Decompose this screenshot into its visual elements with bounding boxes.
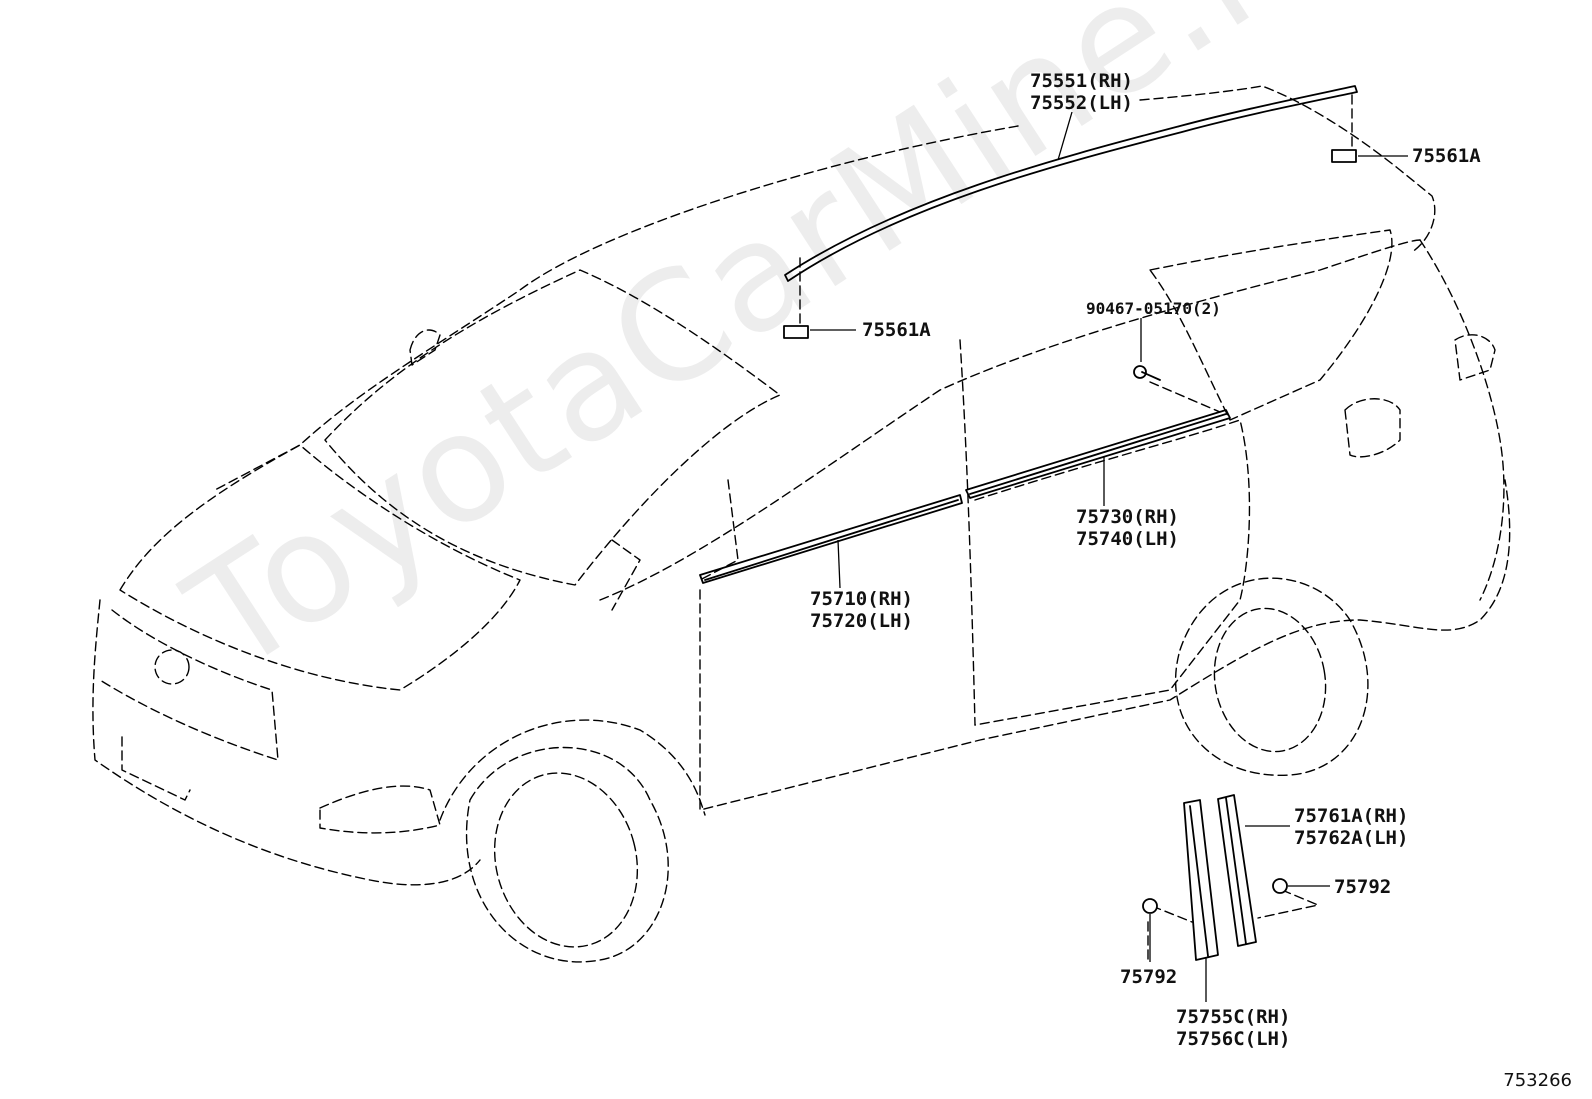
hood-outline (119, 444, 521, 691)
rear-wheel (1175, 577, 1369, 776)
screw-icon (1133, 365, 1147, 379)
left-pillar-clip (1142, 898, 1158, 914)
rear-roof-clip (1331, 149, 1357, 163)
callout-pillar-clip-right: 75792 (1334, 876, 1392, 898)
callout-roof-lh: 75552(LH) (1030, 92, 1133, 114)
callout-front-belt-lh: 75720(LH) (810, 610, 913, 632)
callout-pillar-rear-rh: 75761A(RH) (1294, 805, 1409, 827)
front-fascia (92, 599, 481, 886)
roof-outline (214, 125, 1019, 491)
rear-pillar-garnish (1217, 794, 1257, 947)
callout-pillar-rear-lh: 75762A(LH) (1294, 827, 1409, 849)
windshield-outline (324, 269, 781, 586)
front-roof-clip (783, 325, 809, 339)
rear-quarter-window (1149, 229, 1393, 421)
callout-roof-rh: 75551(RH) (1030, 70, 1133, 92)
callout-rear-belt-rh: 75730(RH) (1076, 506, 1179, 528)
roof-rail-molding (784, 85, 1358, 282)
callout-pillar-front-rh: 75755C(RH) (1176, 1006, 1291, 1028)
leader-roof (1057, 111, 1073, 161)
rear-door (974, 419, 1251, 726)
callout-rear-belt-lh: 75740(LH) (1076, 528, 1179, 550)
rear-belt-molding (965, 409, 1231, 499)
body-side (599, 239, 1421, 601)
callout-clip-rear: 75561A (1412, 145, 1481, 167)
callout-front-belt-rh: 75710(RH) (810, 588, 913, 610)
front-pillar-garnish (1183, 799, 1219, 961)
callout-pillar-front-lh: 75756C(LH) (1176, 1028, 1291, 1050)
figure-number: 753266 (1503, 1070, 1572, 1091)
front-belt-molding (699, 494, 963, 584)
callout-pillar-clip-left: 75792 (1120, 966, 1178, 988)
callout-clip-front: 75561A (862, 319, 931, 341)
callout-screw: 90467-05170(2) (1086, 299, 1221, 318)
leader-front-belt (837, 539, 841, 589)
front-wheel (465, 746, 669, 963)
right-pillar-clip (1272, 878, 1288, 894)
